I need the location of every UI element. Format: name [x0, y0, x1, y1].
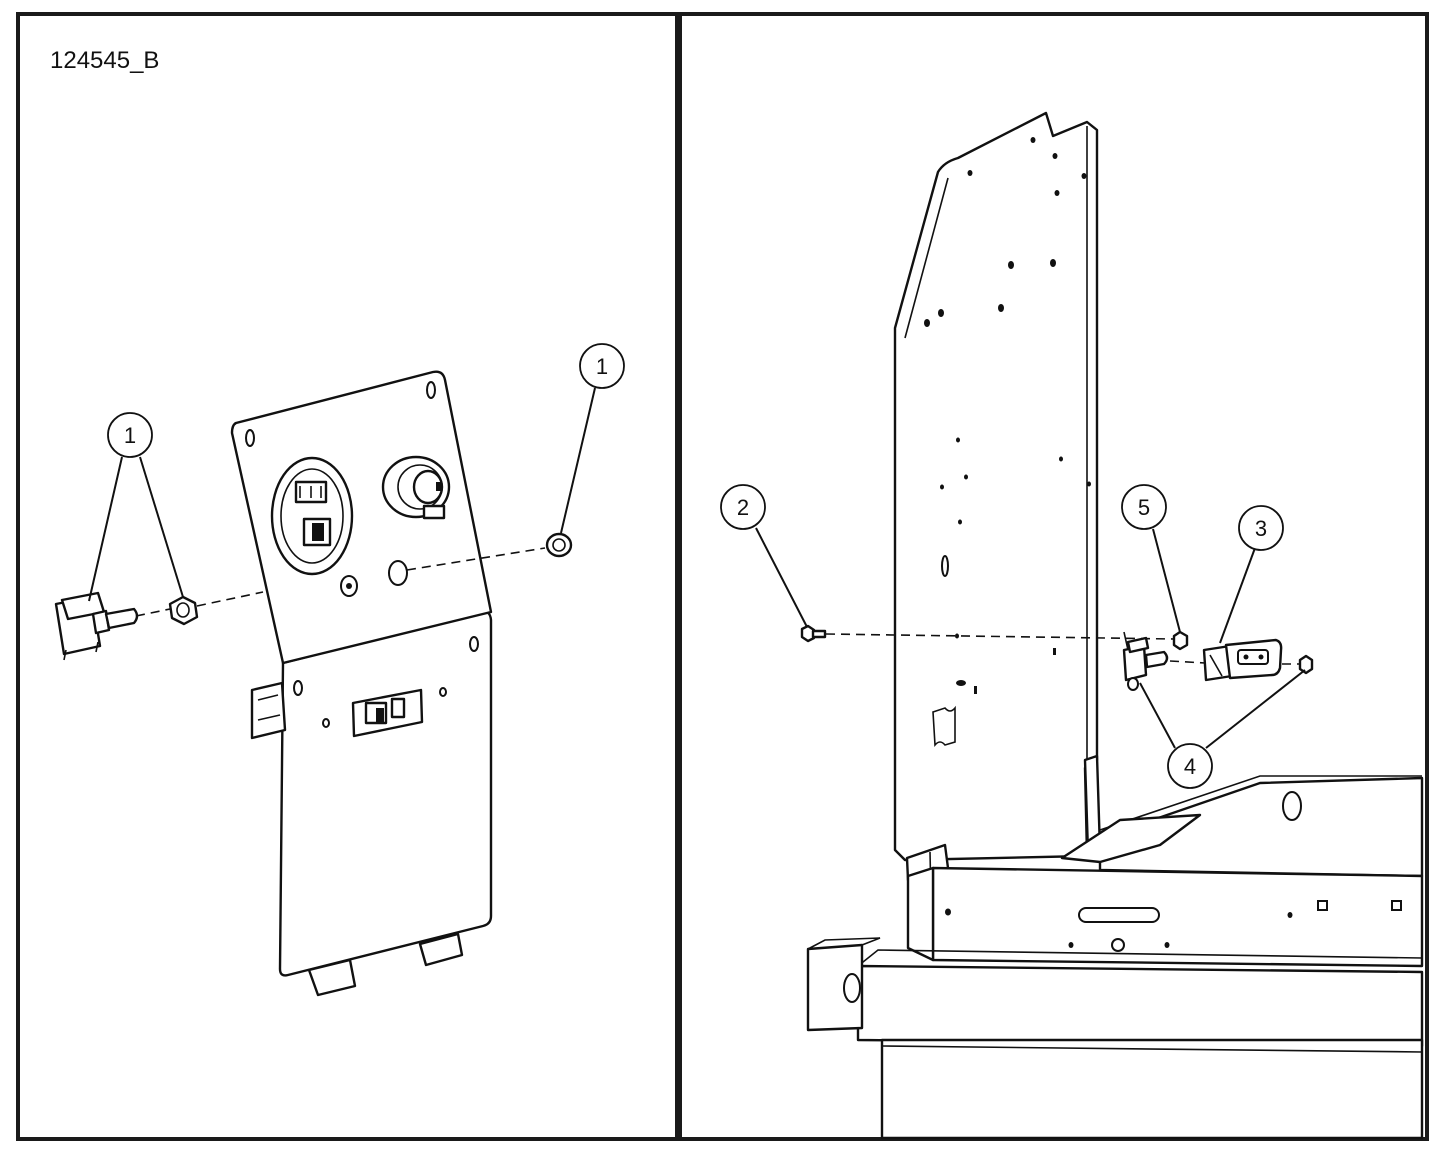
- drawing-id: 124545_B: [50, 47, 159, 74]
- panel-hole: [322, 718, 330, 728]
- svg-text:1: 1: [596, 354, 608, 379]
- svg-text:3: 3: [1255, 516, 1267, 541]
- machine-side-panel: [893, 111, 1102, 946]
- key-switch: [381, 455, 451, 520]
- callout-balloon-ring-nut: 1: [579, 343, 625, 389]
- panel-cutout: [932, 705, 956, 748]
- svg-text:1: 1: [124, 423, 136, 448]
- mount-slot: [426, 381, 436, 399]
- frame-side-block: [806, 943, 864, 1032]
- beam-slot: [1078, 907, 1160, 923]
- callout-balloon-connector: 3: [1238, 505, 1284, 551]
- upper-panel-plate: [230, 370, 493, 665]
- connector: [1202, 638, 1283, 682]
- svg-text:5: 5: [1138, 495, 1150, 520]
- meter-gauge: [270, 456, 354, 576]
- screw: [800, 624, 827, 643]
- callout-balloon-nut: 5: [1121, 484, 1167, 530]
- small-nut: [1298, 654, 1314, 675]
- left-panel-frame: [16, 12, 679, 1141]
- mount-slot: [469, 636, 479, 652]
- toggle-switch: [54, 591, 139, 661]
- frame-top-rail: [1098, 776, 1424, 878]
- lower-panel-plate: [278, 610, 493, 977]
- panel-hole: [439, 687, 447, 697]
- circuit-breaker: [351, 688, 424, 738]
- svg-text:2: 2: [737, 495, 749, 520]
- machine-base-frame: [806, 775, 1424, 1140]
- callout-balloon-screw: 2: [720, 484, 766, 530]
- panel-holes: [924, 137, 1091, 694]
- callout-balloon-toggle: 1: [107, 412, 153, 458]
- hex-nut: [168, 595, 199, 626]
- bottom-tab-right: [418, 932, 464, 967]
- callout-balloon-switch: 4: [1167, 743, 1213, 789]
- nut: [1172, 630, 1189, 651]
- bottom-tab-left: [307, 958, 357, 997]
- frame-lower-beam: [856, 964, 1424, 1048]
- control-panel-assembly: [230, 370, 493, 997]
- panel-hole: [388, 560, 408, 586]
- rocker-switch: [1122, 631, 1169, 691]
- side-bracket: [250, 681, 287, 740]
- ring-nut: [545, 532, 573, 558]
- frame-slot: [1282, 791, 1302, 821]
- mount-slot: [293, 680, 303, 696]
- mount-slot: [245, 429, 255, 447]
- frame-leg: [880, 1038, 1424, 1140]
- vertical-panel: [893, 111, 1099, 862]
- svg-text:4: 4: [1184, 754, 1196, 779]
